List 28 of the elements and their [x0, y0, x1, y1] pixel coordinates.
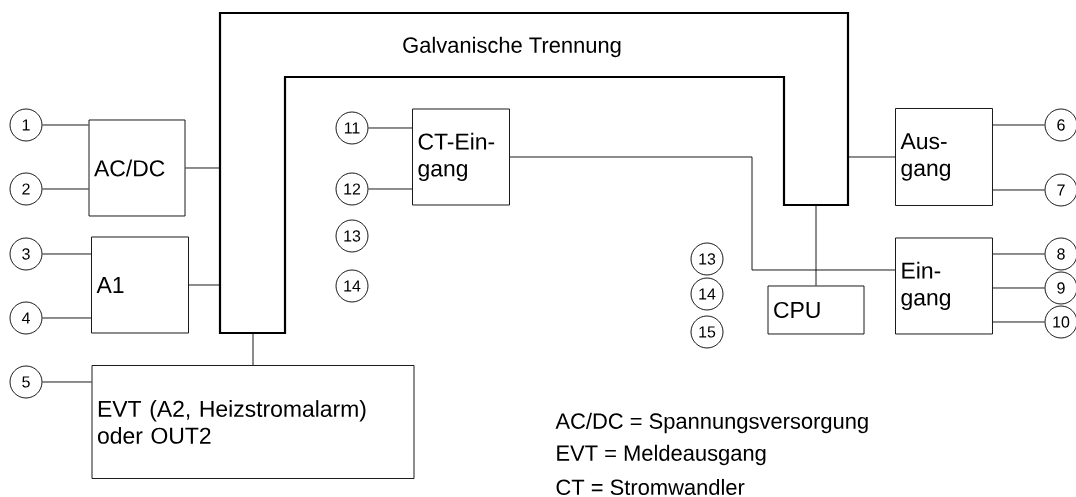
connector-line: [368, 127, 413, 129]
connector-line: [42, 124, 89, 126]
connector-line: [815, 204, 817, 286]
block-box: CT-Ein- gang: [412, 108, 510, 206]
connector-line: [185, 167, 220, 169]
block-box: Ein- gang: [895, 237, 993, 335]
block-box: A1: [91, 236, 189, 334]
connector-line: [42, 317, 92, 319]
connector-line: [42, 188, 89, 190]
connector-line: [188, 284, 220, 286]
connector-line: [252, 333, 254, 366]
connector-line: [509, 156, 896, 271]
connector-line: [848, 156, 896, 158]
block-box: EVT (A2, Heizstromalarm) oder OUT2: [91, 365, 415, 479]
legend-note: CT = Stromwandler: [556, 478, 745, 496]
connector-line: [992, 287, 1045, 289]
legend-note: AC/DC = Spannungsversorgung: [555, 412, 868, 434]
connector-line: [992, 321, 1045, 323]
block-box: Aus- gang: [895, 108, 993, 206]
block-box: AC/DC: [88, 119, 186, 217]
block-box: CPU: [767, 285, 865, 335]
legend-note: EVT = Meldeausgang: [557, 444, 766, 466]
connector-line: [42, 381, 92, 383]
connector-line: [992, 124, 1045, 126]
connector-line: [992, 253, 1045, 255]
connector-line: [368, 188, 413, 190]
connector-line: [42, 253, 92, 255]
connector-line: [992, 189, 1045, 191]
